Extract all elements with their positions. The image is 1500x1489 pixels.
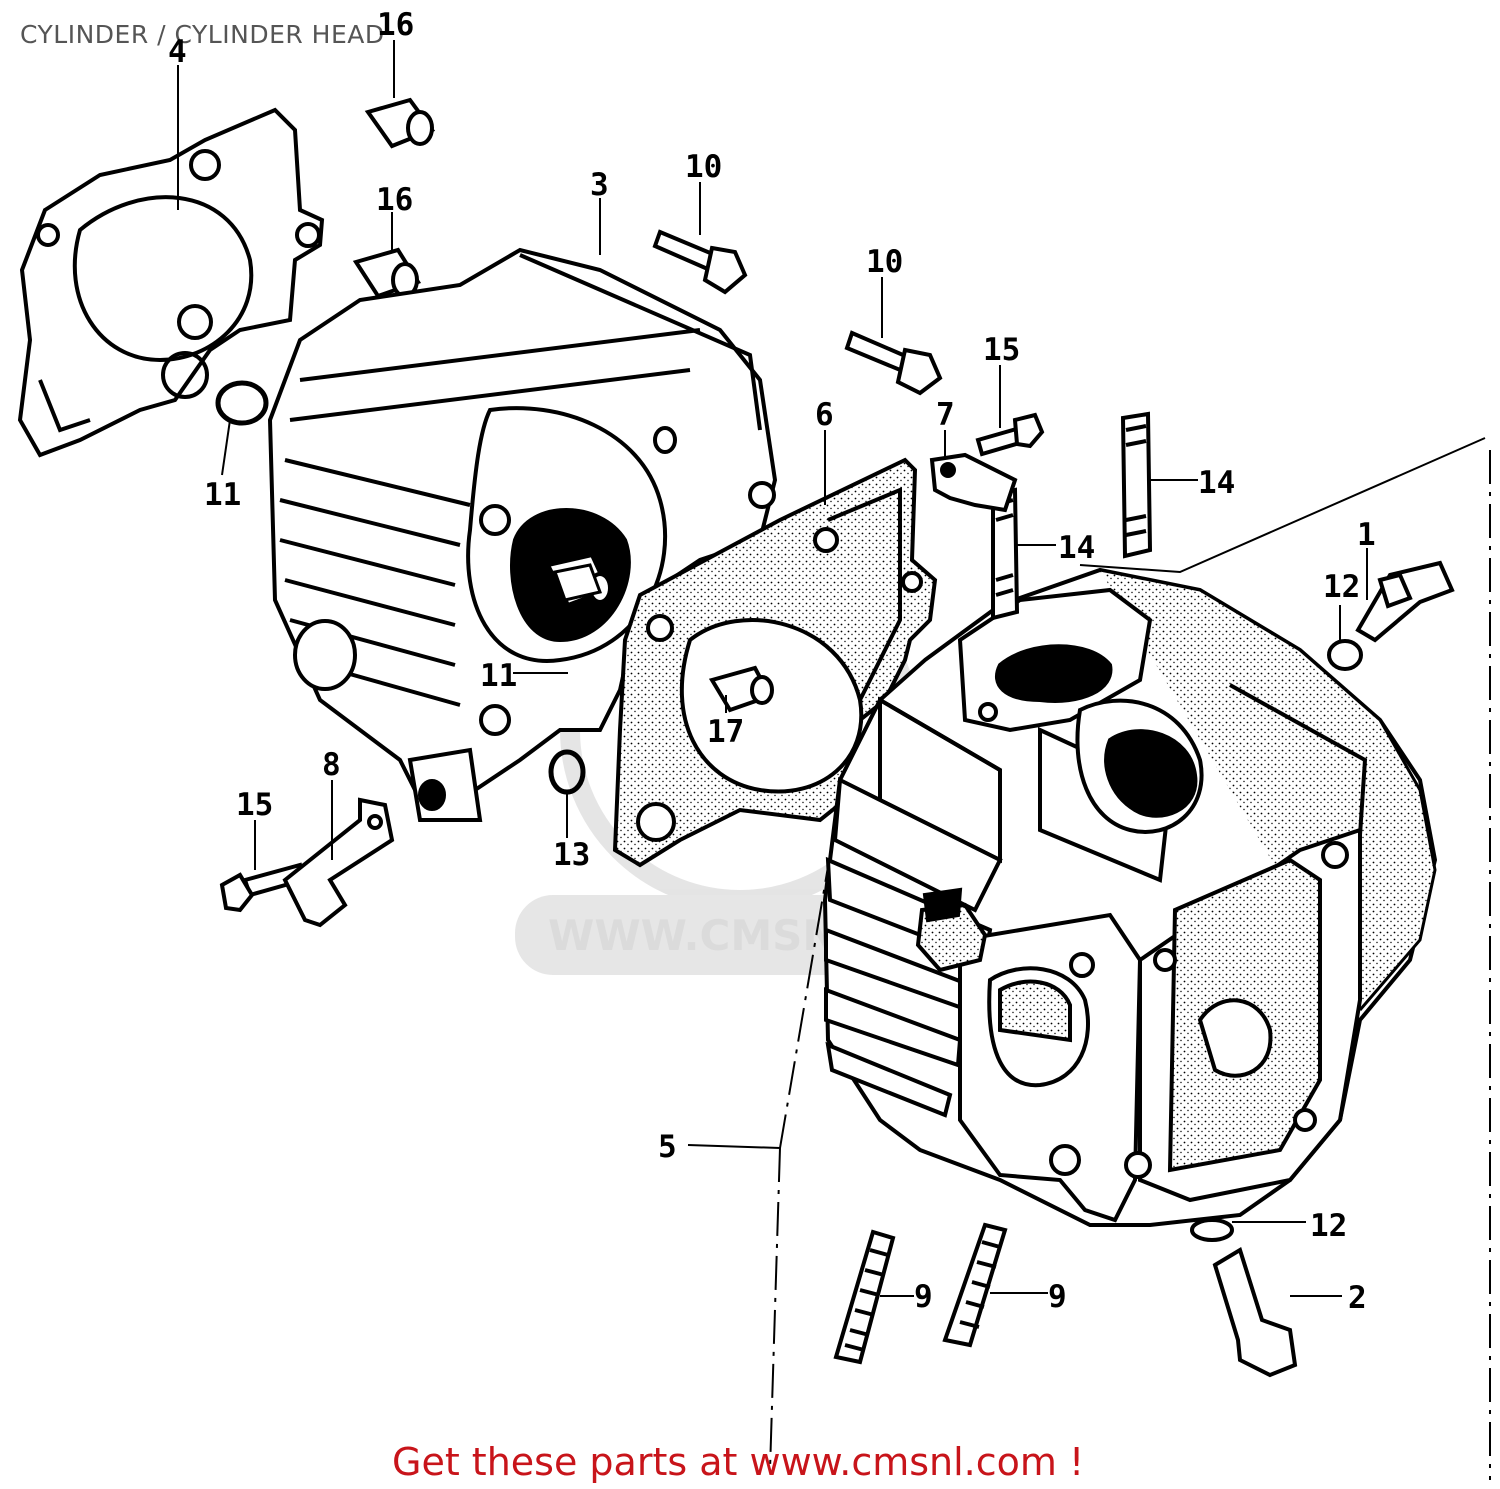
part-6-head-gasket [612, 457, 938, 868]
callout-9a: 9 [914, 1279, 933, 1315]
callout-4: 4 [168, 34, 187, 70]
callout-17b: 17 [707, 714, 744, 750]
part-8-bracket [282, 797, 395, 928]
diagram-title: CYLINDER / CYLINDER HEAD [20, 20, 385, 49]
callout-3: 3 [590, 167, 609, 203]
part-9-studs [833, 1222, 1008, 1365]
part-5-cylinder-head [822, 567, 1438, 1227]
callout-8: 8 [322, 747, 341, 783]
callout-6: 6 [815, 397, 834, 433]
callout-13: 13 [553, 837, 590, 873]
callout-1: 1 [1357, 517, 1376, 553]
part-4-gasket [17, 107, 325, 458]
part-10-bolts [652, 229, 943, 396]
footer-parts-link[interactable]: Get these parts at www.cmsnl.com ! [392, 1440, 1085, 1484]
callout-15b: 15 [236, 787, 273, 823]
callout-17a: 17 [549, 612, 586, 648]
callout-5: 5 [658, 1129, 677, 1165]
callout-12a: 12 [1323, 569, 1360, 605]
callout-11a: 11 [204, 477, 241, 513]
callout-leader-lines [177, 40, 1491, 1480]
callout-numbers: 1 2 3 4 5 6 7 8 9 9 10 10 11 11 12 12 13… [168, 7, 1376, 1316]
callout-11b: 11 [480, 658, 517, 694]
callout-15a: 15 [983, 332, 1020, 368]
part-17-dowel-pins [553, 563, 603, 602]
callout-10b: 10 [866, 244, 903, 280]
callout-16b: 16 [376, 182, 413, 218]
part-16-dowel-pins [352, 97, 436, 299]
callout-10a: 10 [685, 149, 722, 185]
callout-12b: 12 [1310, 1208, 1347, 1244]
part-7-clamp [929, 452, 1018, 513]
callout-7: 7 [936, 397, 955, 433]
part-15-screws [219, 412, 1045, 913]
callout-16a: 16 [377, 7, 414, 43]
part-1-2-bolts [1190, 560, 1455, 1378]
part-3-cylinder [267, 247, 778, 822]
callout-14a: 14 [1198, 465, 1235, 501]
callout-2: 2 [1348, 1280, 1367, 1316]
callout-9b: 9 [1048, 1279, 1067, 1315]
callout-14b: 14 [1058, 530, 1095, 566]
